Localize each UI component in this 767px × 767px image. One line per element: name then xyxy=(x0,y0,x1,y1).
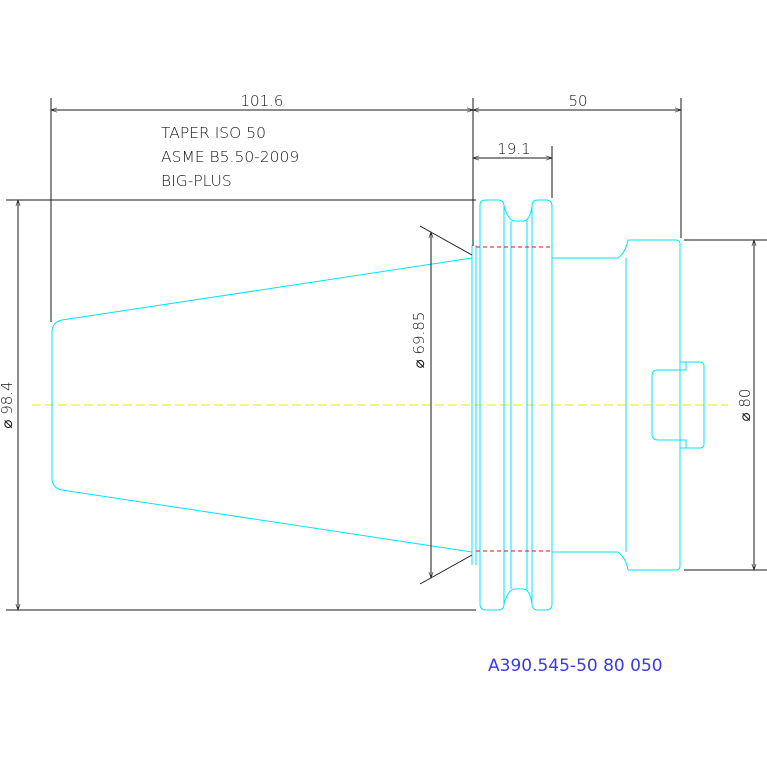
dim-shank-diameter-label: ⌀ 80 xyxy=(736,389,754,422)
dim-gauge-diameter xyxy=(419,225,473,585)
tool-holder-outline xyxy=(51,199,705,611)
note-standard: ASME B5.50-2009 xyxy=(161,148,299,166)
part-number: A390.545-50 80 050 xyxy=(488,656,663,676)
dim-body-length-label: 50 xyxy=(568,92,587,110)
body-cylinder xyxy=(628,239,681,571)
dim-flange-diameter xyxy=(6,199,476,611)
dim-taper-length xyxy=(50,98,474,322)
dim-taper-length-label: 101.6 xyxy=(241,92,284,110)
v-groove xyxy=(503,205,533,222)
taper-shank xyxy=(51,257,473,553)
dim-gauge-diameter-label: ⌀ 69.85 xyxy=(410,312,428,369)
note-taper: TAPER ISO 50 xyxy=(161,124,266,142)
dim-flange-diameter-label: ⌀ 98.4 xyxy=(0,381,16,428)
flange-right xyxy=(531,199,553,611)
hidden-lines xyxy=(476,246,552,552)
dim-body-length xyxy=(472,98,682,238)
dim-flange-width xyxy=(472,146,553,198)
note-big-plus: BIG-PLUS xyxy=(161,172,232,190)
dim-shank-diameter xyxy=(684,239,767,571)
dim-flange-width-label: 19.1 xyxy=(497,140,530,158)
drive-slot xyxy=(680,361,705,449)
